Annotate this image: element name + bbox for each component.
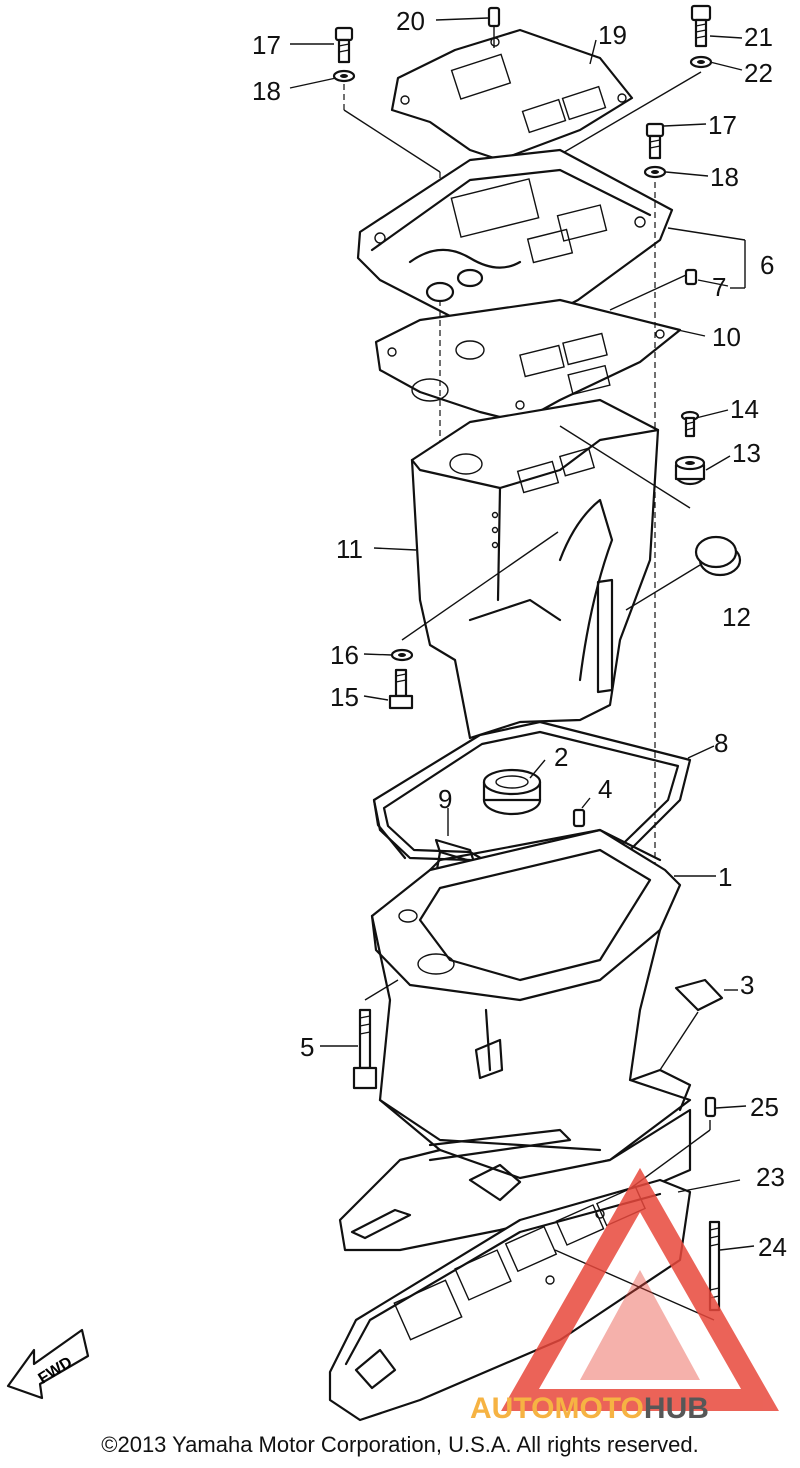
pin-20 <box>487 6 501 48</box>
callout-9: 9 <box>438 784 452 814</box>
callout-10: 10 <box>712 322 741 352</box>
gasket-10 <box>374 298 682 424</box>
leader-lines <box>289 17 755 1251</box>
gasket-19 <box>390 28 634 162</box>
dowel-pin-7 <box>609 268 698 311</box>
screw-14 <box>680 410 700 438</box>
callout-17-left: 17 <box>252 30 281 60</box>
upper-casing-11 <box>410 398 660 740</box>
callout-23: 23 <box>756 1162 785 1192</box>
callout-8: 8 <box>714 728 728 758</box>
bolt-15 <box>388 668 414 710</box>
callout-1: 1 <box>718 862 732 892</box>
callout-5: 5 <box>300 1032 314 1062</box>
callout-20: 20 <box>396 6 425 36</box>
plug-12 <box>694 535 742 577</box>
callout-16: 16 <box>330 640 359 670</box>
bolt-17-right <box>645 122 665 160</box>
seal-2 <box>482 768 542 816</box>
callout-21: 21 <box>744 22 773 52</box>
bolt-5 <box>352 1008 378 1090</box>
automotohub-watermark: AUTOMOTOHUB <box>470 1167 779 1425</box>
washer-18-right <box>643 165 667 179</box>
fwd-arrow-icon: FWD <box>6 1328 90 1400</box>
callout-3: 3 <box>740 970 754 1000</box>
bolt-21 <box>690 4 712 48</box>
callout-2: 2 <box>554 742 568 772</box>
grommet-13 <box>674 455 706 486</box>
watermark-hub: HUB <box>644 1392 709 1425</box>
lower-casing-1 <box>370 828 692 1182</box>
bolt-17-left <box>334 26 354 64</box>
lower-casing-skeg <box>338 1108 692 1252</box>
callout-13: 13 <box>732 438 761 468</box>
callout-labels: 17 18 20 19 21 22 17 18 6 7 10 14 13 11 … <box>252 6 787 1262</box>
washer-18-left <box>332 69 356 83</box>
callout-11: 11 <box>336 534 363 564</box>
callout-18-left: 18 <box>252 76 281 106</box>
exhaust-guide-6 <box>356 148 674 332</box>
callout-12: 12 <box>722 602 751 632</box>
callout-17-right: 17 <box>708 110 737 140</box>
watermark-auto: AUTO <box>470 1392 554 1425</box>
callout-24: 24 <box>758 1232 787 1262</box>
callout-19: 19 <box>598 20 627 50</box>
cover-3 <box>674 978 724 1012</box>
copyright-notice: ©2013 Yamaha Motor Corporation, U.S.A. A… <box>101 1432 699 1457</box>
callout-14: 14 <box>730 394 759 424</box>
svg-text:AUTOMOTOHUB: AUTOMOTOHUB <box>470 1392 709 1425</box>
callout-7: 7 <box>712 272 726 302</box>
dowel-pin-4 <box>572 797 591 828</box>
callout-15: 15 <box>330 682 359 712</box>
callout-18-right: 18 <box>710 162 739 192</box>
callout-25: 25 <box>750 1092 779 1122</box>
washer-22 <box>689 55 713 69</box>
watermark-moto: MOTO <box>554 1392 643 1425</box>
callout-4: 4 <box>598 774 612 804</box>
callout-6: 6 <box>760 250 774 280</box>
callout-22: 22 <box>744 58 773 88</box>
washer-16 <box>390 648 414 662</box>
